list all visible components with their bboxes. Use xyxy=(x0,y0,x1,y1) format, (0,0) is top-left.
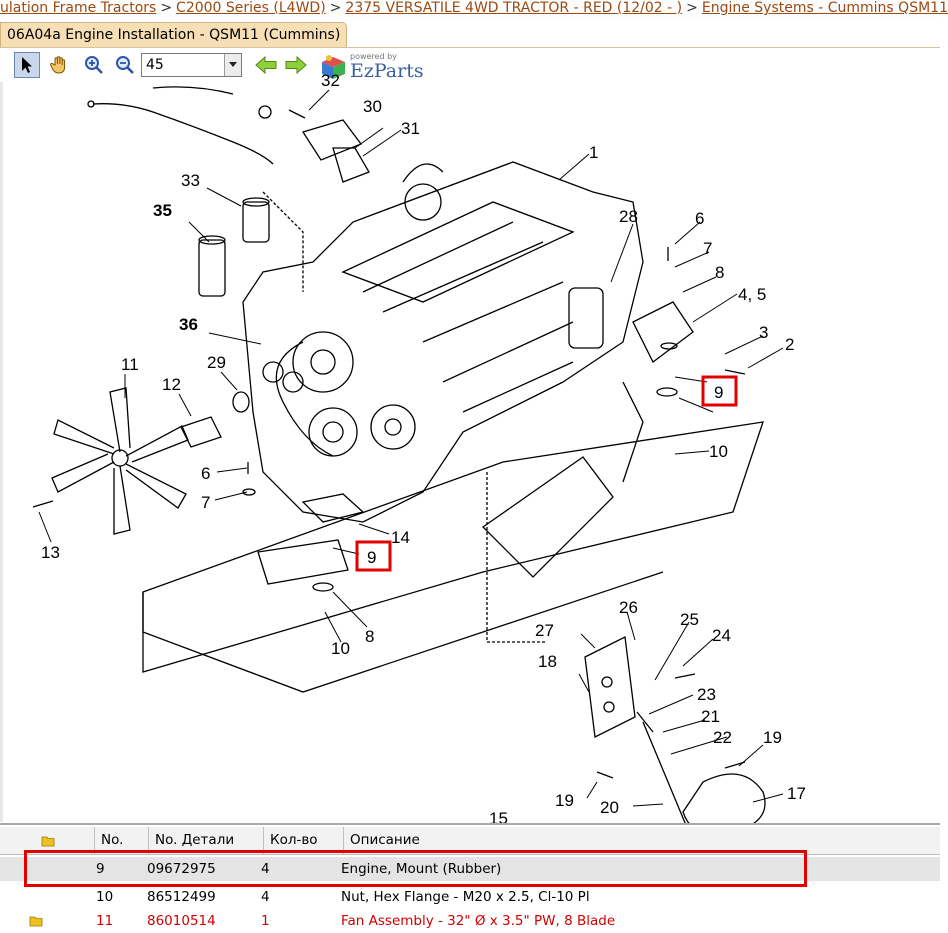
zoom-level-value: 45 xyxy=(146,57,164,73)
table-header-no[interactable]: No. xyxy=(94,827,148,854)
callout-30[interactable]: 30 xyxy=(363,97,382,116)
row-quantity: 1 xyxy=(261,913,270,929)
engine-exploded-view: 1 2 3 4, 5 6 7 8 9 10 11 12 13 14 17 18 … xyxy=(32,71,806,843)
callout-9-left[interactable]: 9 xyxy=(367,548,376,567)
next-button[interactable] xyxy=(283,52,309,78)
toolbar: 45 powered by EzParts xyxy=(0,48,940,82)
callout-7-left[interactable]: 7 xyxy=(201,493,210,512)
callout-33[interactable]: 33 xyxy=(181,171,200,190)
callout-28[interactable]: 28 xyxy=(619,207,638,226)
zoom-in-button[interactable] xyxy=(81,52,107,78)
breadcrumb-link-frame-tractors[interactable]: ulation Frame Tractors xyxy=(0,0,157,16)
chevron-down-icon[interactable] xyxy=(224,54,241,76)
callout-3[interactable]: 3 xyxy=(759,323,768,342)
breadcrumb-link-2375-tractor[interactable]: 2375 VERSATILE 4WD TRACTOR - RED (12/02 … xyxy=(345,0,683,16)
callout-31[interactable]: 31 xyxy=(401,119,420,138)
table-header-quantity[interactable]: Кол-во xyxy=(263,827,343,854)
table-row[interactable]: 11 86010514 1 Fan Assembly - 32" Ø x 3.5… xyxy=(0,909,940,933)
pointer-icon xyxy=(22,57,32,73)
callout-11[interactable]: 11 xyxy=(121,355,139,374)
table-header-part-number[interactable]: No. Детали xyxy=(148,827,263,854)
callout-36[interactable]: 36 xyxy=(179,315,198,334)
callout-19-bottom[interactable]: 19 xyxy=(555,791,574,810)
table-header-description[interactable]: Описание xyxy=(343,827,940,854)
table-header: No. No. Детали Кол-во Описание xyxy=(0,827,940,855)
row-part-number: 09672975 xyxy=(147,861,216,877)
callout-12[interactable]: 12 xyxy=(162,375,181,394)
hand-pan-icon xyxy=(50,56,66,74)
zoom-in-icon xyxy=(85,56,103,74)
callout-19[interactable]: 19 xyxy=(763,728,782,747)
callout-27[interactable]: 27 xyxy=(535,621,554,640)
zoom-level-select[interactable]: 45 xyxy=(141,53,242,77)
parts-table: No. No. Детали Кол-во Описание 9 0967297… xyxy=(0,823,940,933)
callout-35[interactable]: 35 xyxy=(153,201,172,220)
row-description: Nut, Hex Flange - M20 x 2.5, Cl-10 Pl xyxy=(341,889,590,905)
callout-17[interactable]: 17 xyxy=(787,784,806,803)
ezparts-logo: powered by EzParts xyxy=(318,52,428,82)
zoom-out-button[interactable] xyxy=(112,52,138,78)
scrollbar-left xyxy=(0,82,3,822)
tab-engine-installation[interactable]: 06A04a Engine Installation - QSM11 (Cumm… xyxy=(0,22,348,47)
callout-23[interactable]: 23 xyxy=(697,685,716,704)
pointer-tool-button[interactable] xyxy=(14,52,40,78)
callout-8[interactable]: 8 xyxy=(715,263,724,282)
folder-icon xyxy=(41,836,55,847)
folder-icon xyxy=(29,916,43,927)
callout-10-right[interactable]: 10 xyxy=(709,442,728,461)
breadcrumb-link-c2000-series[interactable]: C2000 Series (L4WD) xyxy=(176,0,326,16)
arrow-right-icon xyxy=(285,55,307,75)
row-no: 10 xyxy=(96,889,114,905)
highlight-box-callout-9-right xyxy=(701,375,738,407)
row-part-number: 86512499 xyxy=(147,889,216,905)
callout-32[interactable]: 32 xyxy=(321,71,340,90)
zoom-out-icon xyxy=(116,56,134,74)
callout-22[interactable]: 22 xyxy=(713,728,732,747)
previous-button[interactable] xyxy=(253,52,279,78)
callout-6[interactable]: 6 xyxy=(695,209,704,228)
callout-29[interactable]: 29 xyxy=(207,353,226,372)
callout-8-left[interactable]: 8 xyxy=(365,627,374,646)
tab-bar: 06A04a Engine Installation - QSM11 (Cumm… xyxy=(0,22,940,48)
callout-2[interactable]: 2 xyxy=(785,335,794,354)
breadcrumb-separator: > xyxy=(686,0,698,16)
table-row[interactable]: 9 09672975 4 Engine, Mount (Rubber) xyxy=(0,857,940,881)
row-no: 11 xyxy=(96,913,114,929)
callout-26[interactable]: 26 xyxy=(619,598,638,617)
breadcrumb-link-engine-systems[interactable]: Engine Systems - Cummins QSM11 xyxy=(701,0,948,16)
breadcrumb: ulation Frame Tractors>C2000 Series (L4W… xyxy=(0,0,948,19)
parts-diagram[interactable]: 1 2 3 4, 5 6 7 8 9 10 11 12 13 14 17 18 … xyxy=(3,71,940,843)
callout-14[interactable]: 14 xyxy=(391,528,410,547)
powered-by-label: powered by xyxy=(350,52,397,61)
row-no: 9 xyxy=(96,861,105,877)
table-header-icon-column[interactable] xyxy=(0,827,94,854)
row-quantity: 4 xyxy=(261,861,270,877)
callout-9-right[interactable]: 9 xyxy=(714,383,723,402)
callout-18[interactable]: 18 xyxy=(538,652,557,671)
callout-1[interactable]: 1 xyxy=(589,143,598,162)
ezparts-brand-name: EzParts xyxy=(350,60,424,82)
callout-20[interactable]: 20 xyxy=(600,798,619,817)
row-description: Engine, Mount (Rubber) xyxy=(341,861,502,877)
breadcrumb-separator: > xyxy=(160,0,173,16)
row-description: Fan Assembly - 32" Ø x 3.5" PW, 8 Blade xyxy=(341,913,616,929)
callout-7[interactable]: 7 xyxy=(703,239,712,258)
callout-24[interactable]: 24 xyxy=(712,626,731,645)
callout-6-left[interactable]: 6 xyxy=(201,464,210,483)
arrow-left-icon xyxy=(255,55,277,75)
table-row[interactable]: 10 86512499 4 Nut, Hex Flange - M20 x 2.… xyxy=(0,885,940,909)
pan-tool-button[interactable] xyxy=(46,52,72,78)
callout-10-left[interactable]: 10 xyxy=(331,639,350,658)
callout-4-5[interactable]: 4, 5 xyxy=(738,285,766,304)
callout-25[interactable]: 25 xyxy=(680,610,699,629)
row-part-number: 86010514 xyxy=(147,913,216,929)
breadcrumb-separator: > xyxy=(329,0,342,16)
row-quantity: 4 xyxy=(261,889,270,905)
parts-box-icon xyxy=(322,55,345,79)
callout-21[interactable]: 21 xyxy=(701,707,720,726)
highlight-box-callout-9-left xyxy=(355,540,392,572)
callout-13[interactable]: 13 xyxy=(41,543,60,562)
